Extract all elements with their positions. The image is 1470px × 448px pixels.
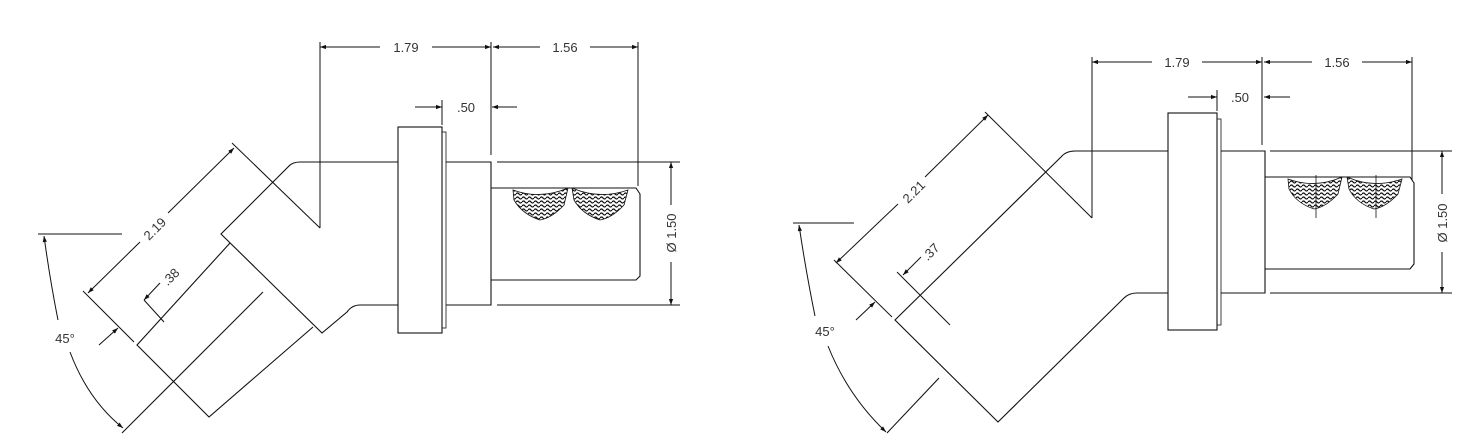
dim-1-79: 1.79 [1164, 55, 1189, 70]
dim-offset: .38 [159, 265, 182, 288]
flange-plate [441, 131, 447, 329]
left-view: 1.79 1.56 .50 Ø 1.50 2.19 .38 45° [38, 40, 680, 434]
elbow-tube [136, 242, 314, 418]
thread-icon [1346, 176, 1403, 210]
flange [397, 126, 443, 334]
extension-line [231, 142, 321, 229]
dimension-arrow [167, 147, 235, 214]
dim-diameter: Ø 1.50 [1435, 203, 1450, 242]
dimension-arrow [143, 282, 161, 301]
flange-plate [1216, 118, 1222, 326]
right-view: 1.79 1.56 .50 Ø 1.50 2.21 .37 45° [793, 55, 1452, 434]
angle-arc [797, 224, 816, 317]
dim-offset: .37 [919, 240, 942, 263]
dim-0-50: .50 [457, 100, 475, 115]
dimension-arrow [835, 203, 899, 264]
extension-line [984, 111, 1093, 219]
dimension-arrow [87, 241, 141, 294]
flange [1167, 112, 1218, 331]
extension-line [896, 271, 951, 326]
angle-arc [42, 235, 59, 321]
dim-0-50: .50 [1231, 90, 1249, 105]
dim-1-56: 1.56 [1324, 55, 1349, 70]
angle-extension-line [121, 291, 264, 434]
angle-arc [827, 345, 887, 433]
dim-length: 2.19 [141, 215, 170, 244]
dimension-arrow [902, 256, 922, 276]
shaft [1265, 176, 1415, 270]
extension-line [82, 290, 135, 343]
shaft [491, 187, 641, 281]
extension-line [143, 299, 165, 323]
elbow-body [220, 161, 398, 334]
dim-diameter: Ø 1.50 [664, 213, 679, 252]
angle-arc [69, 351, 124, 429]
dim-1-56: 1.56 [552, 40, 577, 55]
dim-angle: 45° [815, 324, 835, 339]
hub [1221, 150, 1266, 294]
dimension-arrow [924, 114, 989, 178]
dim-1-79: 1.79 [393, 40, 418, 55]
thread-icon [571, 187, 629, 221]
dim-angle: 45° [55, 331, 75, 346]
extension-line [833, 259, 893, 318]
angle-extension-line [886, 377, 940, 434]
hub [446, 161, 492, 306]
thread-icon [512, 187, 569, 221]
elbow-body [894, 150, 1168, 423]
thread-icon [1287, 176, 1343, 210]
dimension-arrow [855, 301, 876, 321]
dim-length: 2.21 [900, 178, 929, 207]
dimension-arrow [98, 327, 119, 346]
